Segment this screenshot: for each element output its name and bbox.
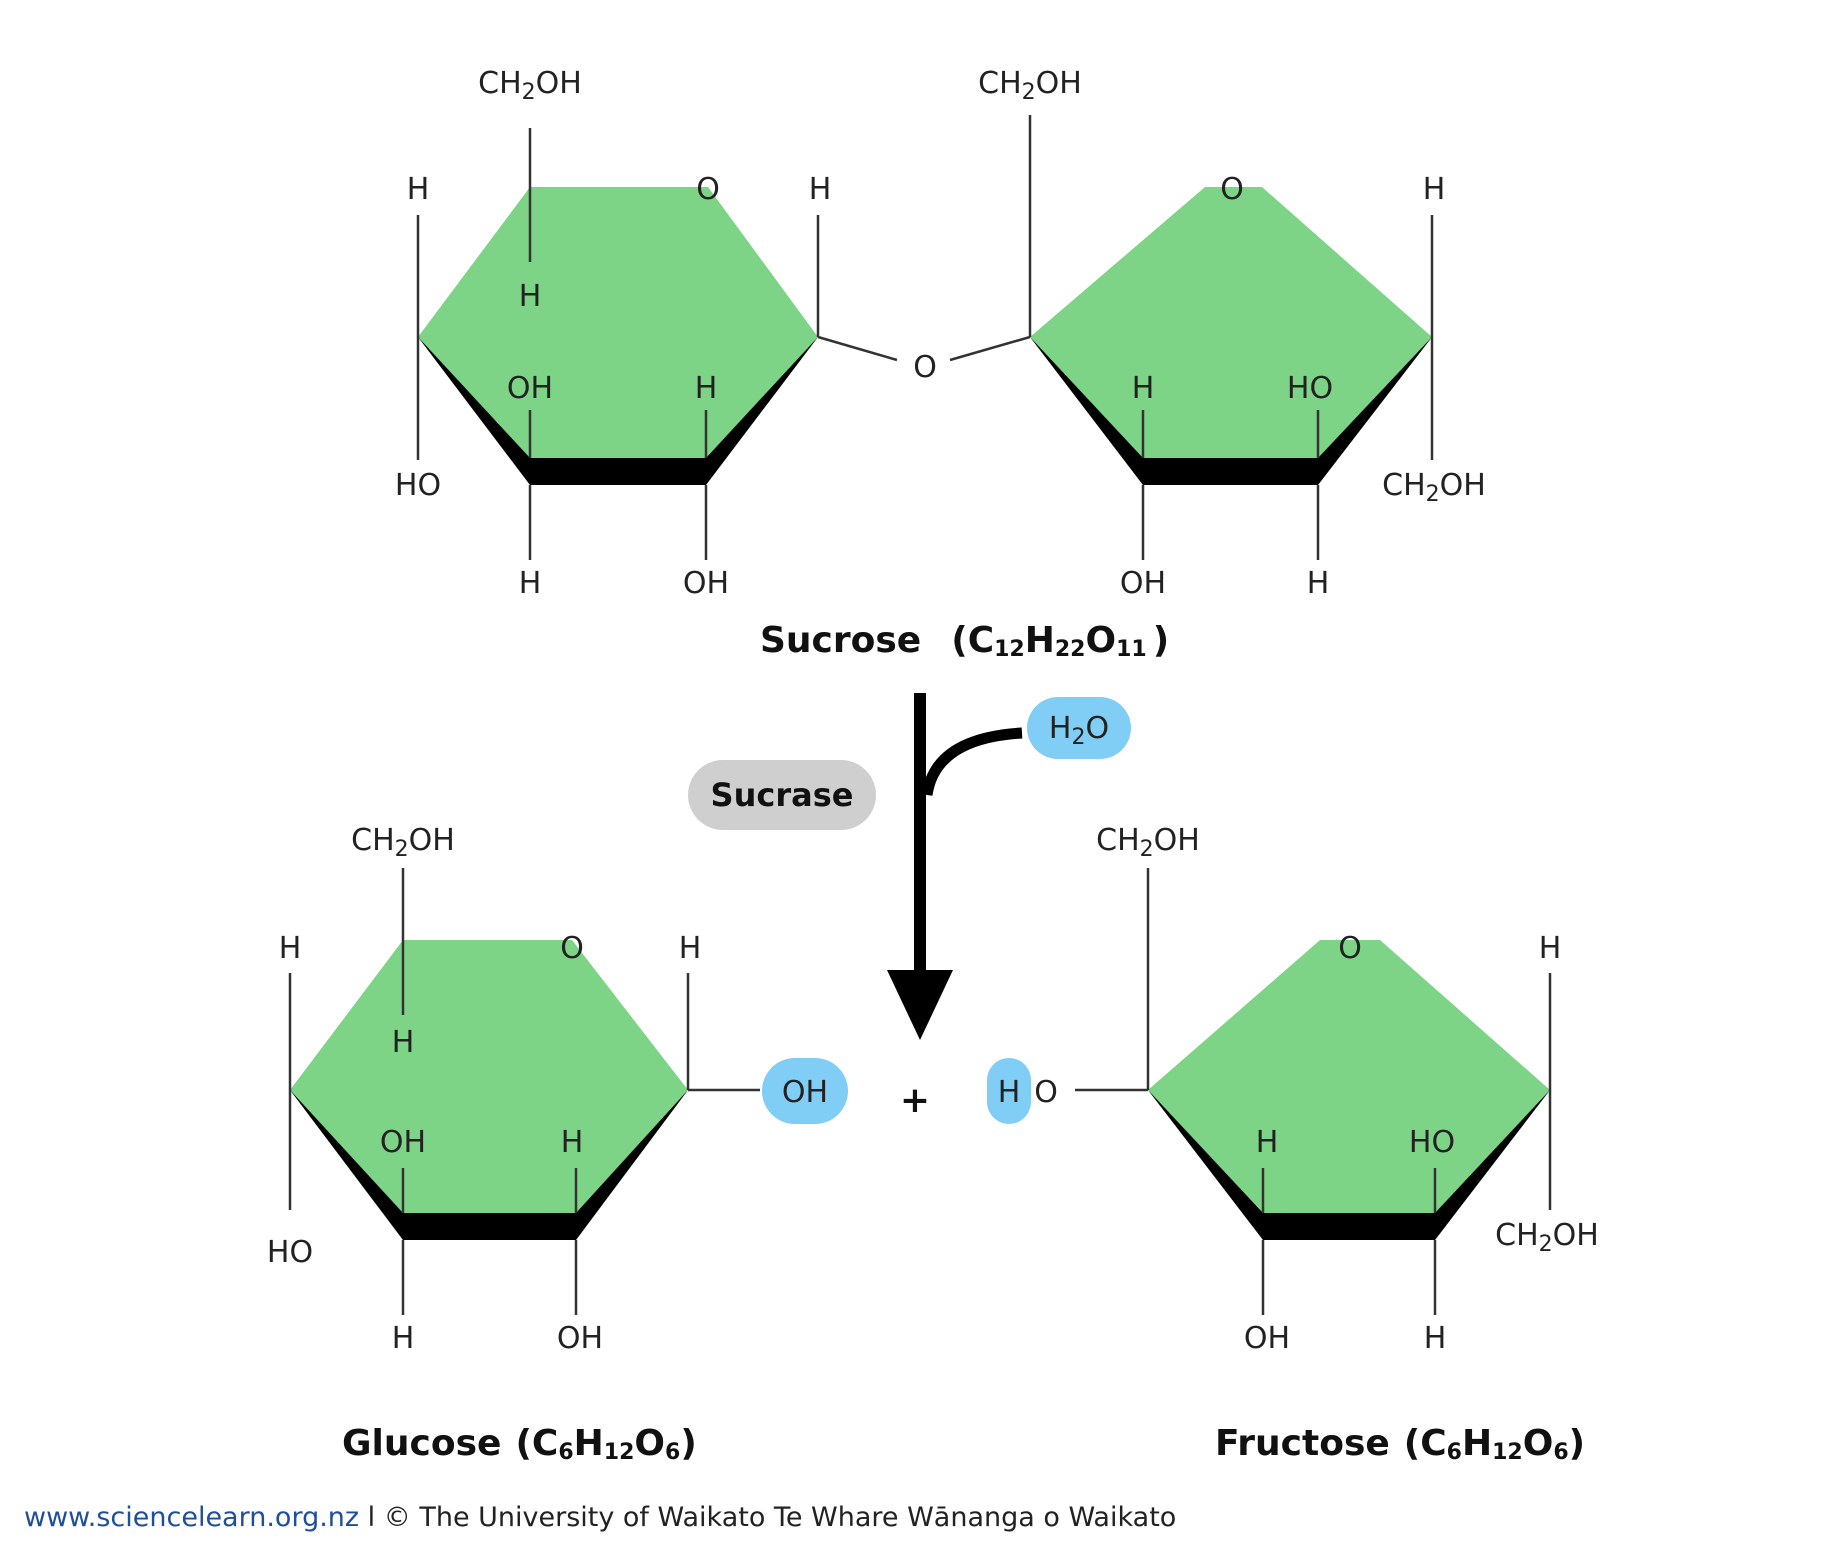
svg-text:CH2OH: CH2OH xyxy=(1495,1218,1599,1257)
svg-text:CH2OH: CH2OH xyxy=(351,823,455,862)
atom-label: OH xyxy=(557,1321,603,1356)
atom-label: O xyxy=(696,172,720,207)
website-link[interactable]: www.sciencelearn.org.nz xyxy=(24,1502,360,1533)
oh-bubble xyxy=(762,1058,848,1124)
bridge-oxygen: O xyxy=(913,350,937,385)
sucrose-fructose-ring: CH2OH O H H HO CH2OH OH H xyxy=(978,66,1486,601)
ring-thick-edge xyxy=(290,1090,688,1240)
enzyme-label: Sucrase xyxy=(688,760,876,830)
atom-label: O xyxy=(1034,1075,1058,1110)
atom-label: H xyxy=(392,1321,415,1356)
svg-text:H: H xyxy=(998,1075,1021,1110)
atom-label: H xyxy=(695,371,718,406)
footer-separator: l xyxy=(359,1502,384,1533)
ring-shape xyxy=(1148,940,1550,1240)
atom-label: H xyxy=(1424,1321,1447,1356)
ring-shape xyxy=(418,187,818,485)
atom-label: H xyxy=(392,1025,415,1060)
atom-label: H xyxy=(1307,566,1330,601)
atom-label: OH xyxy=(507,371,553,406)
svg-text:CH2OH: CH2OH xyxy=(1382,468,1486,507)
atom-label: H xyxy=(561,1125,584,1160)
atom-label: H xyxy=(407,172,430,207)
ring-thick-edge xyxy=(1030,337,1432,485)
glucose-caption: Glucose(C6H12O6) xyxy=(342,1423,697,1465)
atom-label: O xyxy=(560,931,584,966)
atom-label: O xyxy=(1220,172,1244,207)
reaction-arrow xyxy=(887,693,1023,1040)
ring-shape xyxy=(290,940,688,1240)
water-molecule: H2O xyxy=(1027,697,1131,759)
svg-text:CH2OH: CH2OH xyxy=(478,66,582,105)
svg-text:H2O: H2O xyxy=(1049,711,1109,750)
atom-label: H xyxy=(519,279,542,314)
atom-label: H xyxy=(1132,371,1155,406)
svg-text:CH2OH: CH2OH xyxy=(1096,823,1200,862)
atom-label: H xyxy=(1256,1125,1279,1160)
atom-label: H xyxy=(809,172,832,207)
glucose-hydroxyl-highlight: OH xyxy=(762,1058,848,1124)
fructose-caption: Fructose(C6H12O6) xyxy=(1215,1423,1585,1465)
atom-label: HO xyxy=(1409,1125,1455,1160)
atom-label: H xyxy=(1423,172,1446,207)
sucrose-caption: Sucrose(C12H22O11) xyxy=(760,620,1169,662)
glycosidic-bond: O xyxy=(817,335,1031,385)
atom-label: HO xyxy=(267,1235,313,1270)
glucose-ring: CH2OH H O H H OH H HO H OH xyxy=(267,823,760,1356)
water-bubble xyxy=(1027,697,1131,759)
h-bubble xyxy=(987,1058,1031,1124)
atom-label: H xyxy=(279,931,302,966)
plus-sign: + xyxy=(900,1080,930,1121)
sucrose-glucose-ring: CH2OH H O H H OH H HO H OH xyxy=(395,66,831,601)
atom-label: OH xyxy=(380,1125,426,1160)
atom-label: OH xyxy=(1120,566,1166,601)
ring-thick-edge xyxy=(1148,1090,1550,1240)
svg-text:Sucrase: Sucrase xyxy=(711,776,854,814)
footer-credit: www.sciencelearn.org.nz l © The Universi… xyxy=(24,1502,1176,1533)
arrow-head xyxy=(887,970,953,1040)
fructose-hydrogen-highlight: H O xyxy=(987,1058,1148,1124)
atom-label: H xyxy=(1539,931,1562,966)
atom-label: HO xyxy=(1287,371,1333,406)
ring-shape xyxy=(1030,187,1432,485)
atom-label: HO xyxy=(395,468,441,503)
enzyme-pill xyxy=(688,760,876,830)
atom-label: H xyxy=(519,566,542,601)
atom-label: OH xyxy=(1244,1321,1290,1356)
copyright-text: © The University of Waikato Te Whare Wān… xyxy=(383,1502,1177,1533)
svg-text:OH: OH xyxy=(782,1075,828,1110)
sucrose-hydrolysis-diagram: CH2OH H O H H OH H HO H OH O CH2OH O H H… xyxy=(267,66,1599,1465)
fructose-ring: CH2OH O H H HO CH2OH OH H xyxy=(1096,823,1599,1356)
atom-label: OH xyxy=(683,566,729,601)
atom-label: O xyxy=(1338,931,1362,966)
atom-label: H xyxy=(679,931,702,966)
svg-text:CH2OH: CH2OH xyxy=(978,66,1082,105)
ring-thick-edge xyxy=(418,337,818,485)
